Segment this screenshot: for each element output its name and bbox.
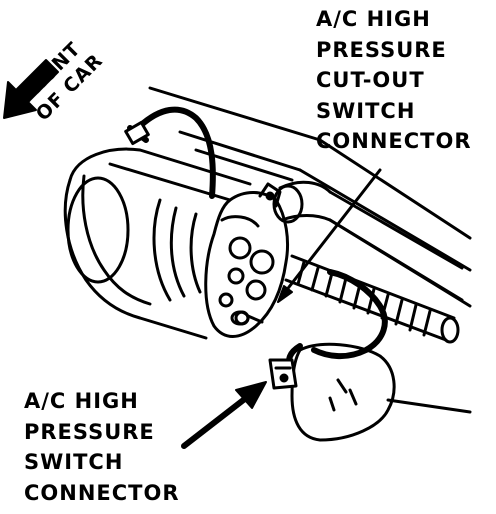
lower-canister (290, 342, 396, 442)
label-line: PRESSURE (316, 37, 447, 62)
mounting-bolt (230, 310, 264, 326)
label-line: PRESSURE (24, 419, 155, 444)
label-line: A/C HIGH (24, 389, 139, 413)
compressor-body (63, 147, 252, 340)
harness-connector-top (124, 120, 150, 146)
label-line: SWITCH (24, 450, 124, 474)
switch-connector-label: A/C HIGH PRESSURE SWITCH CONNECTOR (24, 386, 180, 508)
rear-head (204, 182, 290, 338)
pointer-arrow-icon (277, 168, 382, 303)
label-line: CUT-OUT (316, 68, 425, 92)
label-line: A/C HIGH (316, 7, 431, 31)
pointer-arrow-icon (181, 381, 267, 449)
cutout-switch-connector-label: A/C HIGH PRESSURE CUT-OUT SWITCH CONNECT… (316, 4, 472, 157)
switch-connector (268, 358, 298, 390)
arrow-down-left-icon (3, 59, 59, 119)
label-line: SWITCH (316, 98, 416, 123)
label-line: CONNECTOR (24, 480, 180, 505)
rear-tube (272, 180, 464, 302)
label-line: CONNECTOR (316, 129, 472, 153)
